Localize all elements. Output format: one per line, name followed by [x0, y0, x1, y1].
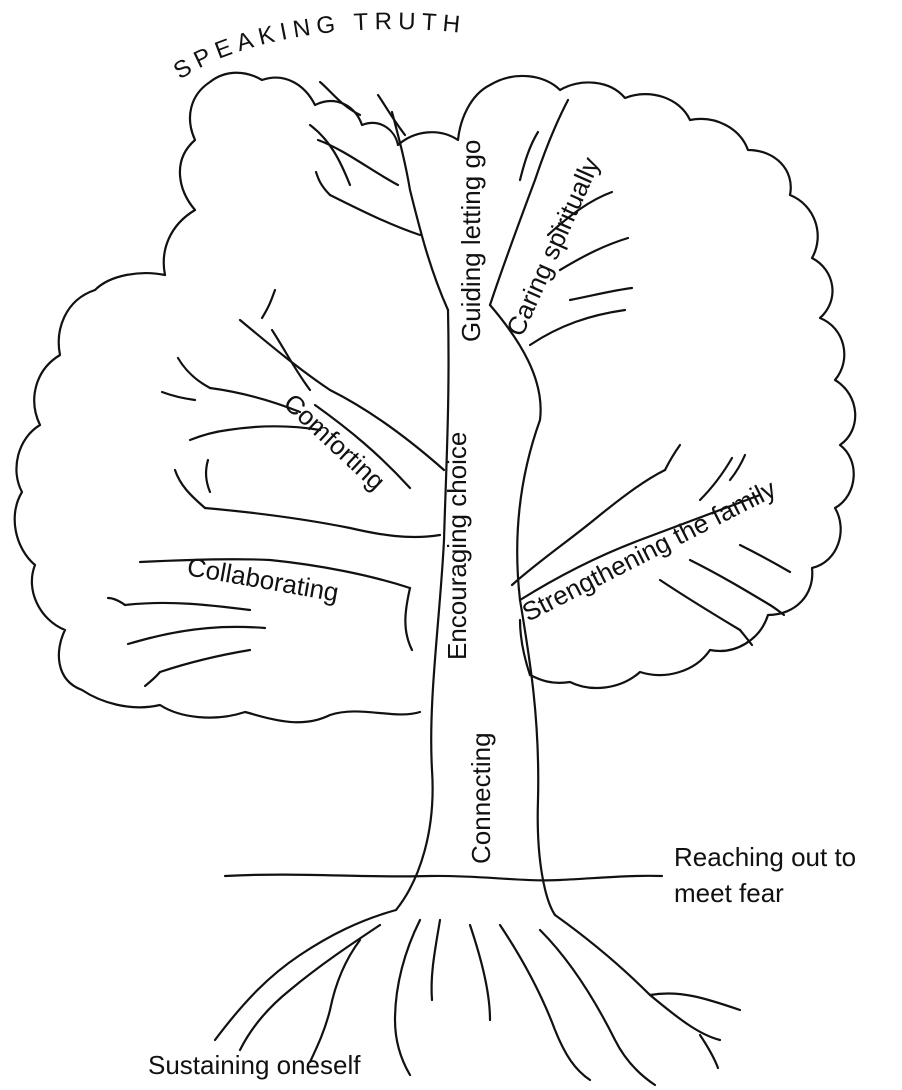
trunk-left: [396, 310, 449, 910]
canopy-outline: [15, 73, 856, 723]
label-comforting: Comforting: [278, 387, 391, 496]
label-encouraging-choice: Encouraging choice: [442, 432, 472, 660]
label-guiding-letting-go: Guiding letting go: [456, 140, 486, 342]
label-connecting: Connecting: [466, 732, 496, 864]
title: SPEAKING TRUTH: [169, 8, 467, 85]
roots: [215, 910, 396, 1040]
label-reaching-out-line2: meet fear: [674, 878, 784, 908]
branch-collaborating: [205, 508, 440, 537]
ground-line: [225, 875, 662, 881]
branch-guiding: [392, 112, 448, 310]
label-caring-spiritually: Caring spiritually: [500, 153, 606, 341]
label-sustaining-oneself: Sustaining oneself: [148, 1050, 361, 1080]
label-reaching-out-line1: Reaching out to: [674, 842, 856, 872]
